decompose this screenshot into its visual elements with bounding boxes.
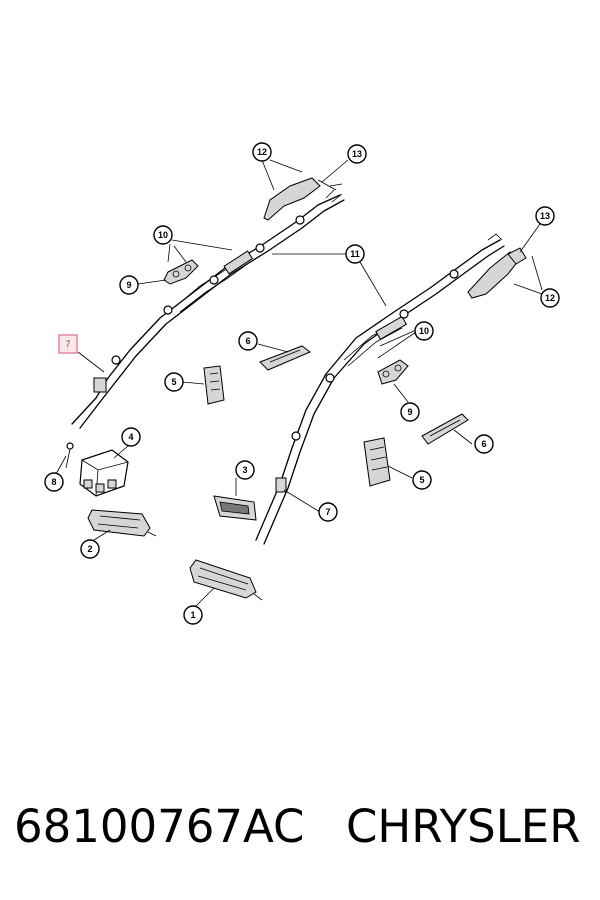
svg-text:6: 6: [245, 336, 250, 346]
svg-text:10: 10: [158, 230, 168, 240]
seat-airbag-left: [259, 345, 311, 371]
knee-airbag-upper: [189, 559, 263, 601]
right-curtain-airbag: [255, 233, 505, 545]
svg-text:8: 8: [51, 477, 56, 487]
airbag-parts-diagram: 12 13 10 9 11 13 12 7 6 5 10 9 4 8 6 3 5: [44, 142, 560, 625]
callout-5-right[interactable]: 5: [412, 470, 432, 490]
callout-6-right[interactable]: 6: [474, 434, 494, 454]
svg-text:4: 4: [128, 432, 133, 442]
callout-13-right[interactable]: 13: [535, 206, 555, 226]
svg-text:5: 5: [171, 377, 176, 387]
callout-7-left-highlighted[interactable]: 7: [58, 334, 78, 354]
svg-text:10: 10: [419, 326, 429, 336]
leader-lines: [55, 159, 543, 607]
svg-text:5: 5: [419, 475, 424, 485]
svg-text:13: 13: [352, 149, 362, 159]
part-number: 68100767AC: [14, 800, 305, 853]
callout-1[interactable]: 1: [183, 605, 203, 625]
knee-airbag-lower: [87, 509, 157, 537]
svg-text:3: 3: [242, 465, 247, 475]
callout-3[interactable]: 3: [235, 460, 255, 480]
callout-8[interactable]: 8: [44, 472, 64, 492]
svg-text:1: 1: [190, 610, 195, 620]
svg-text:9: 9: [407, 407, 412, 417]
right-front-pillar-trim: [467, 247, 527, 299]
callout-10-right[interactable]: 10: [414, 321, 434, 341]
control-module: [79, 449, 129, 497]
callout-6-left[interactable]: 6: [238, 331, 258, 351]
callout-10-left[interactable]: 10: [153, 225, 173, 245]
callout-9-right[interactable]: 9: [400, 402, 420, 422]
svg-text:2: 2: [87, 544, 92, 554]
callout-12-upper-left[interactable]: 12: [252, 142, 272, 162]
impact-sensor-left: [203, 365, 225, 405]
callout-5-left[interactable]: 5: [164, 372, 184, 392]
impact-sensor-right: [363, 437, 391, 487]
svg-text:7: 7: [325, 507, 330, 517]
callout-4[interactable]: 4: [121, 427, 141, 447]
right-tether-bracket: [377, 359, 409, 385]
svg-text:13: 13: [540, 211, 550, 221]
svg-text:7: 7: [65, 339, 70, 349]
brand-name: CHRYSLER: [346, 800, 581, 853]
left-tether-bracket: [163, 259, 199, 285]
callout-12-right[interactable]: 12: [540, 288, 560, 308]
callout-13-upper-left[interactable]: 13: [347, 144, 367, 164]
svg-text:12: 12: [257, 147, 267, 157]
callout-7-right[interactable]: 7: [318, 502, 338, 522]
left-front-pillar-trim: [263, 177, 343, 221]
clip-fastener: [65, 442, 74, 469]
callout-9-left[interactable]: 9: [119, 275, 139, 295]
svg-text:12: 12: [545, 293, 555, 303]
callout-2[interactable]: 2: [80, 539, 100, 559]
seat-airbag-right: [421, 413, 469, 445]
svg-text:6: 6: [481, 439, 486, 449]
callout-11[interactable]: 11: [345, 244, 365, 264]
part-footer: 68100767AC CHRYSLER: [0, 800, 600, 860]
svg-text:9: 9: [126, 280, 131, 290]
left-curtain-airbag: [71, 189, 345, 429]
svg-text:11: 11: [350, 249, 360, 259]
passenger-airbag: [213, 495, 257, 521]
